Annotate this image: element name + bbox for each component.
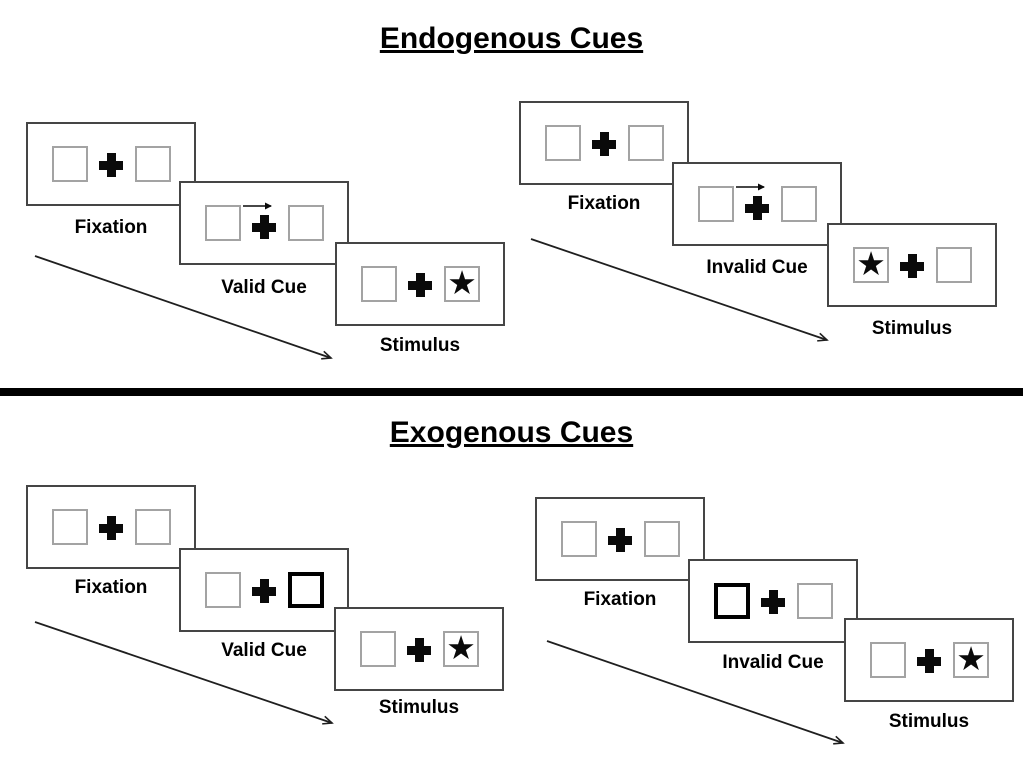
placeholder-box-right [797,583,833,619]
frame-label: Invalid Cue [706,257,808,278]
frame-fixation [26,485,196,569]
placeholder-box-left [561,521,597,557]
placeholder-box-left [545,125,581,161]
fixation-cross-icon [761,590,785,614]
frame-label: Invalid Cue [722,652,824,673]
frame-label: Stimulus [379,335,461,356]
fixation-cross-icon [608,528,632,552]
frame-label: Stimulus [378,697,460,718]
timeline-arrow-icon [34,621,334,725]
star-icon: ★ [447,264,477,301]
placeholder-box-right [628,125,664,161]
star-icon: ★ [856,245,886,282]
placeholder-box-right [936,247,972,283]
placeholder-box-left [870,642,906,678]
frame-label: Stimulus [888,711,970,732]
section-title-endogenous: Endogenous Cues [379,22,644,55]
frame-cue [688,559,858,643]
target-box-left: ★ [853,247,889,283]
placeholder-box-left [698,186,734,222]
fixation-cross-icon [592,132,616,156]
section-divider [0,388,1023,396]
fixation-cross-icon [900,254,924,278]
frame-label: Fixation [74,217,148,238]
fixation-cross-icon [252,579,276,603]
frame-label: Fixation [567,193,641,214]
fixation-cross-icon [408,273,432,297]
frame-label: Valid Cue [221,640,307,661]
target-box-right: ★ [444,266,480,302]
right-arrow-cue-icon [243,202,272,210]
timeline-arrow-icon [34,255,333,360]
frame-label: Stimulus [871,318,953,339]
placeholder-box-left [52,146,88,182]
star-icon: ★ [956,640,986,677]
placeholder-box-left [361,266,397,302]
fixation-cross-icon [252,215,276,239]
frame-fixation [519,101,689,185]
placeholder-box-right [135,146,171,182]
fixation-cross-icon [99,516,123,540]
frame-fixation [26,122,196,206]
frame-label: Fixation [583,589,657,610]
target-box-right: ★ [443,631,479,667]
fixation-cross-icon [917,649,941,673]
bold-cue-box-right [288,572,324,608]
fixation-cross-icon [745,196,769,220]
placeholder-box-right [288,205,324,241]
fixation-cross-icon [99,153,123,177]
target-box-right: ★ [953,642,989,678]
timeline-arrow-icon [530,238,829,342]
frame-stimulus: ★ [827,223,997,307]
right-arrow-cue-icon [736,183,765,191]
frame-cue [179,548,349,632]
frame-stimulus: ★ [844,618,1014,702]
placeholder-box-left [360,631,396,667]
frame-cue [672,162,842,246]
star-icon: ★ [446,629,476,666]
frame-label: Fixation [74,577,148,598]
placeholder-box-left [205,572,241,608]
fixation-cross-icon [407,638,431,662]
placeholder-box-left [52,509,88,545]
placeholder-box-right [644,521,680,557]
frame-stimulus: ★ [335,242,505,326]
frame-stimulus: ★ [334,607,504,691]
frame-cue [179,181,349,265]
frame-label: Valid Cue [221,277,307,298]
bold-cue-box-left [714,583,750,619]
section-title-exogenous: Exogenous Cues [389,416,634,449]
frame-fixation [535,497,705,581]
placeholder-box-left [205,205,241,241]
placeholder-box-right [781,186,817,222]
placeholder-box-right [135,509,171,545]
